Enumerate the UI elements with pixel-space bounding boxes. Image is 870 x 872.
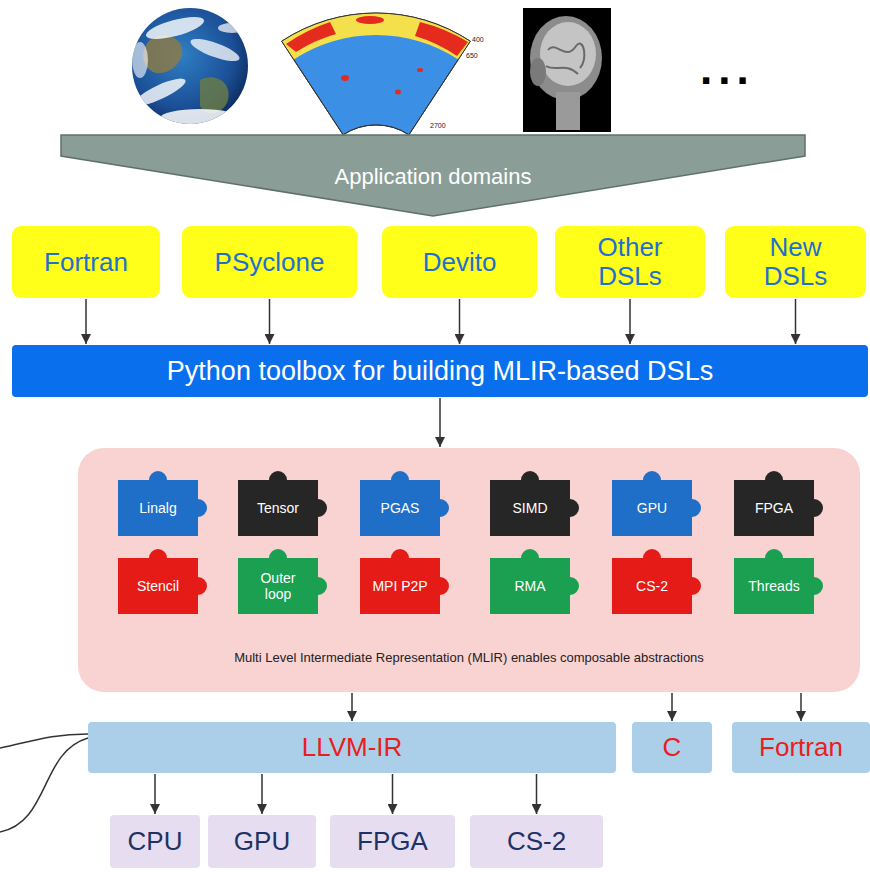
piece-face: PGAS xyxy=(360,480,440,536)
puzzle-piece: CS-2 xyxy=(612,550,704,614)
box-text: CPU xyxy=(128,826,183,857)
box-text: LLVM-IR xyxy=(302,732,403,763)
puzzle-piece: MPI P2P xyxy=(360,550,452,614)
box-text: Fortran xyxy=(759,732,843,763)
box-text: RMA xyxy=(514,578,545,594)
piece-face: CS-2 xyxy=(612,558,692,614)
puzzle-piece: GPU xyxy=(612,472,704,536)
flow-arrow xyxy=(392,774,394,814)
domains-arrow: Application domains xyxy=(60,134,806,218)
piece-face: FPGA xyxy=(734,480,814,536)
puzzle-piece: PGAS xyxy=(360,472,452,536)
flow-arrow xyxy=(629,299,631,344)
hardware-box: CS-2 xyxy=(470,815,603,868)
mantle-section xyxy=(282,13,471,135)
piece-face: Outer loop xyxy=(238,558,318,614)
flow-arrow xyxy=(459,299,461,344)
depth-number: 400 xyxy=(472,36,484,43)
panel-caption: Multi Level Intermediate Representation … xyxy=(78,650,860,665)
box-text: Tensor xyxy=(257,500,299,516)
box-text: Outer loop xyxy=(252,570,304,602)
box-text: GPU xyxy=(234,826,290,857)
piece-face: Tensor xyxy=(238,480,318,536)
box-text: Devito xyxy=(423,248,497,277)
piece-face: SIMD xyxy=(490,480,570,536)
puzzle-piece: Threads xyxy=(734,550,826,614)
output-box: LLVM-IR xyxy=(88,722,616,773)
output-box: Fortran xyxy=(732,722,870,773)
frontend-box: Devito xyxy=(382,226,537,298)
puzzle-piece: RMA xyxy=(490,550,582,614)
flow-arrow xyxy=(671,693,673,721)
box-text: New DSLs xyxy=(750,233,842,290)
flow-arrow xyxy=(800,693,802,721)
hardware-box: GPU xyxy=(208,815,316,868)
box-text: Threads xyxy=(748,578,799,594)
ellipsis-mark: ... xyxy=(700,44,755,94)
piece-face: RMA xyxy=(490,558,570,614)
flow-arrow xyxy=(269,299,271,344)
mlir-panel: Multi Level Intermediate Representation … xyxy=(78,448,860,692)
box-text: C xyxy=(663,732,682,763)
flow-arrow xyxy=(261,774,263,814)
depth-number: 650 xyxy=(466,52,478,59)
puzzle-piece: FPGA xyxy=(734,472,826,536)
box-text: Linalg xyxy=(139,500,176,516)
flow-arrow xyxy=(154,774,156,814)
flow-arrow xyxy=(439,398,441,447)
piece-face: Linalg xyxy=(118,480,198,536)
puzzle-piece: Stencil xyxy=(118,550,210,614)
box-text: CS-2 xyxy=(636,578,668,594)
hardware-box: FPGA xyxy=(330,815,455,868)
frontend-box: Fortran xyxy=(12,226,160,298)
frontend-box: Other DSLs xyxy=(555,226,705,298)
box-text: FPGA xyxy=(755,500,793,516)
piece-face: MPI P2P xyxy=(360,558,440,614)
box-text: Stencil xyxy=(137,578,179,594)
box-text: Other DSLs xyxy=(584,233,676,290)
flow-arrow xyxy=(795,299,797,344)
output-wires xyxy=(0,734,88,832)
puzzle-piece: Outer loop xyxy=(238,550,330,614)
box-text: PGAS xyxy=(381,500,420,516)
piece-face: Stencil xyxy=(118,558,198,614)
puzzle-piece: SIMD xyxy=(490,472,582,536)
box-text: MPI P2P xyxy=(372,578,427,594)
earth-picture xyxy=(132,8,248,127)
flow-arrow xyxy=(536,774,538,814)
piece-face: GPU xyxy=(612,480,692,536)
box-text: FPGA xyxy=(357,826,428,857)
frontend-box: New DSLs xyxy=(725,226,866,298)
hardware-box: CPU xyxy=(110,815,200,868)
flow-arrow xyxy=(85,299,87,344)
box-text: GPU xyxy=(637,500,667,516)
puzzle-piece: Linalg xyxy=(118,472,210,536)
puzzle-piece: Tensor xyxy=(238,472,330,536)
box-text: Python toolbox for building MLIR-based D… xyxy=(167,356,713,387)
piece-face: Threads xyxy=(734,558,814,614)
flow-arrow xyxy=(351,693,353,721)
box-text: Application domains xyxy=(335,164,532,190)
depth-number: 2700 xyxy=(430,122,446,129)
box-text: PSyclone xyxy=(215,248,325,277)
toolbox-bar: Python toolbox for building MLIR-based D… xyxy=(12,345,868,397)
frontend-box: PSyclone xyxy=(182,226,357,298)
mri-picture xyxy=(523,8,611,132)
box-text: SIMD xyxy=(513,500,548,516)
box-text: CS-2 xyxy=(507,826,566,857)
box-text: Fortran xyxy=(44,248,128,277)
output-box: C xyxy=(632,722,712,773)
